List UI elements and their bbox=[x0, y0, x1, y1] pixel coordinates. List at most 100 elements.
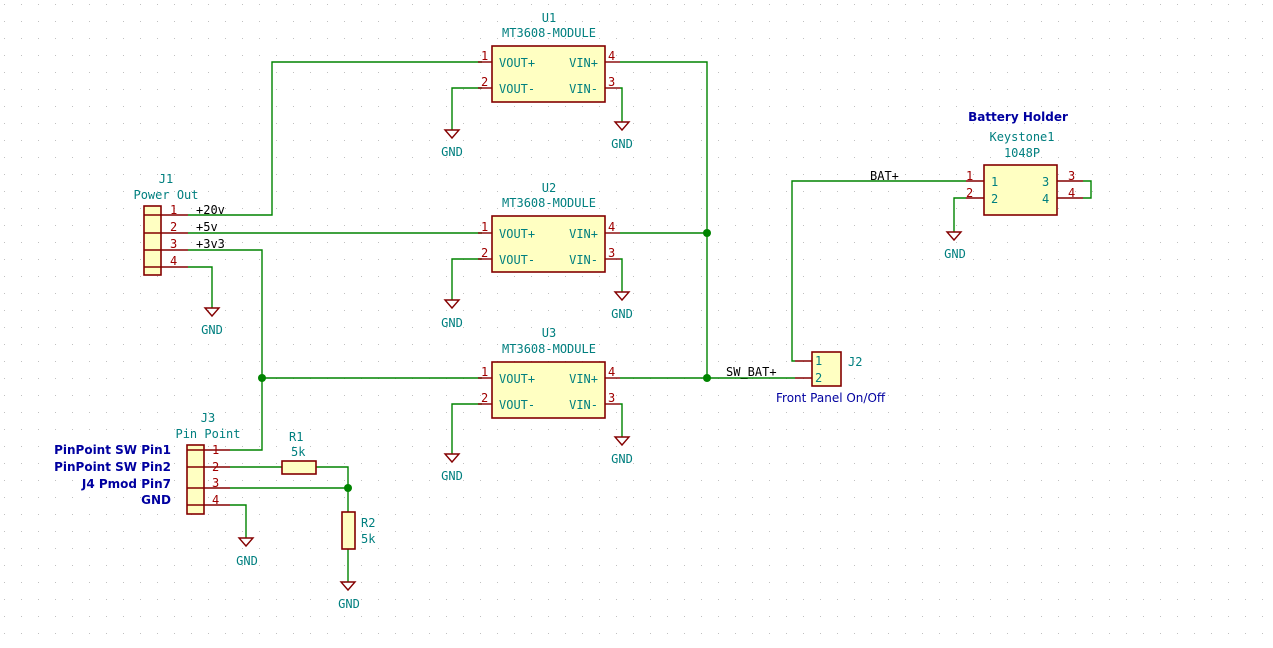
u1-pin1-num: 1 bbox=[481, 49, 488, 63]
battery-note: Battery Holder bbox=[968, 110, 1068, 124]
battery-pin4-outer: 4 bbox=[1068, 186, 1075, 200]
u2-pin4-num: 4 bbox=[608, 220, 615, 234]
u3-pin4-num: 4 bbox=[608, 365, 615, 379]
u3-pin1-num: 1 bbox=[481, 365, 488, 379]
gnd-r2: GND bbox=[338, 581, 360, 611]
gnd-j1: GND bbox=[201, 307, 223, 337]
u1-vout-minus: VOUT- bbox=[499, 82, 535, 96]
gnd-u1-vout: GND bbox=[441, 129, 463, 159]
gnd-battery: GND bbox=[944, 231, 966, 261]
connector-j2[interactable]: 1 2 J2 Front Panel On/Off bbox=[776, 351, 886, 405]
net-label-3v3: +3v3 bbox=[196, 237, 225, 251]
j3-pin2-num: 2 bbox=[212, 460, 219, 474]
j3-note-pin4: GND bbox=[141, 493, 171, 507]
j3-value: Pin Point bbox=[175, 427, 240, 441]
module-u2[interactable]: U2 MT3608-MODULE 1 2 4 3 VOUT+ VOUT- VIN… bbox=[478, 181, 620, 273]
u2-vin-minus: VIN- bbox=[569, 253, 598, 267]
u3-pin3-num: 3 bbox=[608, 391, 615, 405]
gnd-u3-vin: GND bbox=[611, 436, 633, 466]
battery-pin3-inner: 3 bbox=[1042, 175, 1049, 189]
junction-r2 bbox=[344, 484, 352, 492]
u2-vin-plus: VIN+ bbox=[569, 227, 598, 241]
u1-vout-plus: VOUT+ bbox=[499, 56, 535, 70]
u3-vout-plus: VOUT+ bbox=[499, 372, 535, 386]
svg-text:GND: GND bbox=[441, 469, 463, 483]
j1-ref: J1 bbox=[159, 172, 173, 186]
u2-pin2-num: 2 bbox=[481, 246, 488, 260]
battery-pin2-inner: 2 bbox=[991, 192, 998, 206]
resistor-r1[interactable]: R1 5k bbox=[281, 430, 317, 475]
gnd-u3-vout: GND bbox=[441, 453, 463, 483]
svg-text:GND: GND bbox=[944, 247, 966, 261]
u1-pin3-num: 3 bbox=[608, 75, 615, 89]
battery-pin4-inner: 4 bbox=[1042, 192, 1049, 206]
j3-note-pin2: PinPoint SW Pin2 bbox=[54, 460, 171, 474]
net-label-sw-bat: SW_BAT+ bbox=[726, 365, 777, 379]
battery-pin1-outer: 1 bbox=[966, 169, 973, 183]
net-label-20v: +20v bbox=[196, 203, 225, 217]
u1-ref: U1 bbox=[542, 11, 556, 25]
j1-pin1-num: 1 bbox=[170, 203, 177, 217]
j2-pin2-num: 2 bbox=[815, 371, 822, 385]
u1-pin2-num: 2 bbox=[481, 75, 488, 89]
j1-pin4-num: 4 bbox=[170, 254, 177, 268]
u1-value: MT3608-MODULE bbox=[502, 26, 596, 40]
connector-j1[interactable]: J1 Power Out 1 2 3 4 bbox=[133, 172, 199, 276]
gnd-u1-vin: GND bbox=[611, 121, 633, 151]
battery-pin1-inner: 1 bbox=[991, 175, 998, 189]
battery-pin3-outer: 3 bbox=[1068, 169, 1075, 183]
j1-value: Power Out bbox=[133, 188, 198, 202]
svg-text:GND: GND bbox=[611, 452, 633, 466]
j3-ref: J3 bbox=[201, 411, 215, 425]
u2-value: MT3608-MODULE bbox=[502, 196, 596, 210]
module-u1[interactable]: U1 MT3608-MODULE 1 2 4 3 VOUT+ VOUT- VIN… bbox=[478, 11, 620, 103]
u1-vin-minus: VIN- bbox=[569, 82, 598, 96]
battery-holder[interactable]: Battery Holder Keystone1 1048P 1 2 3 4 1… bbox=[966, 110, 1083, 216]
u1-pin4-num: 4 bbox=[608, 49, 615, 63]
gnd-u2-vout: GND bbox=[441, 299, 463, 330]
j2-pin1-num: 1 bbox=[815, 354, 822, 368]
u1-vin-plus: VIN+ bbox=[569, 56, 598, 70]
r1-value: 5k bbox=[291, 445, 306, 459]
j1-pin3-num: 3 bbox=[170, 237, 177, 251]
resistor-r2[interactable]: R2 5k bbox=[341, 511, 376, 550]
u3-pin2-num: 2 bbox=[481, 391, 488, 405]
svg-text:GND: GND bbox=[611, 137, 633, 151]
u2-vout-plus: VOUT+ bbox=[499, 227, 535, 241]
junction-vin-u3 bbox=[703, 374, 711, 382]
u2-ref: U2 bbox=[542, 181, 556, 195]
u3-ref: U3 bbox=[542, 326, 556, 340]
r1-ref: R1 bbox=[289, 430, 303, 444]
wires bbox=[188, 61, 1092, 582]
junction-3v3 bbox=[258, 374, 266, 382]
battery-ref: Keystone1 bbox=[989, 130, 1054, 144]
j3-note-pin3: J4 Pmod Pin7 bbox=[81, 477, 171, 491]
svg-text:GND: GND bbox=[611, 307, 633, 321]
j3-pin4-num: 4 bbox=[212, 493, 219, 507]
svg-text:GND: GND bbox=[236, 554, 258, 568]
svg-text:GND: GND bbox=[441, 145, 463, 159]
j3-pin1-num: 1 bbox=[212, 443, 219, 457]
battery-pin2-outer: 2 bbox=[966, 186, 973, 200]
svg-text:GND: GND bbox=[441, 316, 463, 330]
u3-vin-minus: VIN- bbox=[569, 398, 598, 412]
net-label-5v: +5v bbox=[196, 220, 218, 234]
connector-j3[interactable]: J3 Pin Point 1 2 3 4 bbox=[175, 411, 241, 515]
j2-ref: J2 bbox=[848, 355, 862, 369]
u3-value: MT3608-MODULE bbox=[502, 342, 596, 356]
net-label-bat: BAT+ bbox=[870, 169, 899, 183]
r2-ref: R2 bbox=[361, 516, 375, 530]
j3-pin3-num: 3 bbox=[212, 476, 219, 490]
gnd-u2-vin: GND bbox=[611, 291, 633, 321]
j2-value: Front Panel On/Off bbox=[776, 391, 886, 405]
u2-vout-minus: VOUT- bbox=[499, 253, 535, 267]
u3-vout-minus: VOUT- bbox=[499, 398, 535, 412]
j3-note-pin1: PinPoint SW Pin1 bbox=[54, 443, 171, 457]
battery-value: 1048P bbox=[1004, 146, 1040, 160]
module-u3[interactable]: U3 MT3608-MODULE 1 2 4 3 VOUT+ VOUT- VIN… bbox=[478, 326, 620, 419]
u3-vin-plus: VIN+ bbox=[569, 372, 598, 386]
svg-text:GND: GND bbox=[201, 323, 223, 337]
junction-vin-u2 bbox=[703, 229, 711, 237]
gnd-j3: GND bbox=[236, 537, 258, 568]
